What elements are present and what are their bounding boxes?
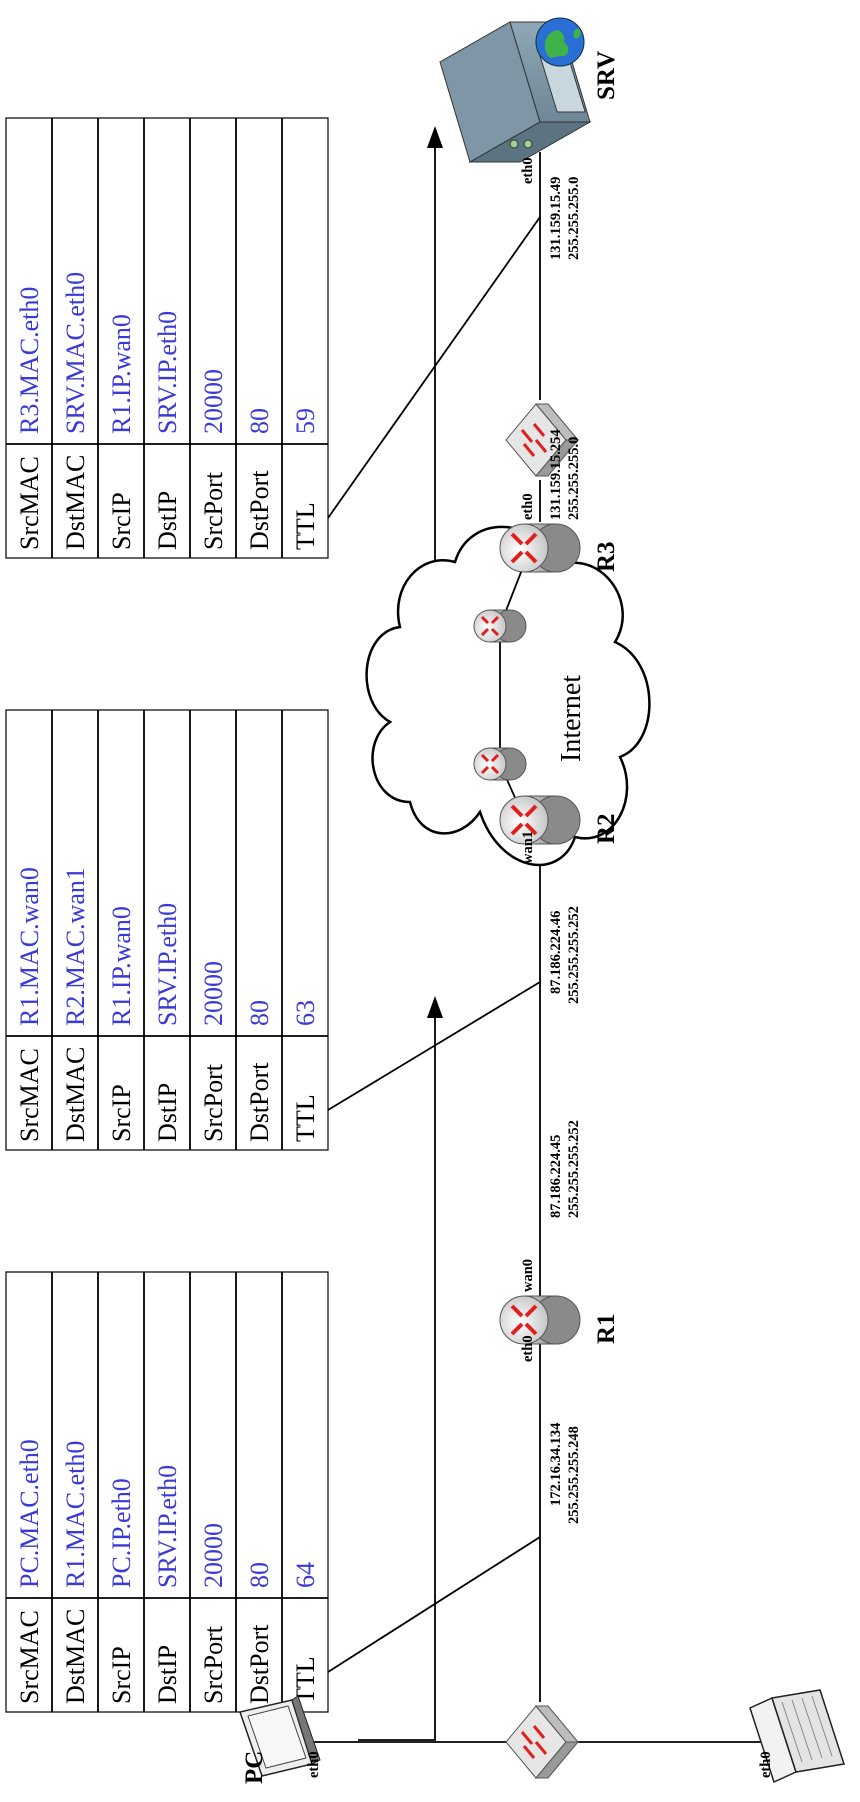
table-3-value-dstip: SRV.IP.eth0	[153, 311, 182, 434]
nb-device	[749, 1689, 845, 1784]
table-3-value-srcip: R1.IP.wan0	[107, 314, 136, 434]
table-2-field-srcip: SrcIP	[107, 1084, 136, 1142]
table-1-value-srcip: PC.IP.eth0	[107, 1478, 136, 1588]
table-1-field-ttl: TTL	[291, 1656, 320, 1704]
table-1-field-dstip: DstIP	[153, 1645, 182, 1704]
table-2-field-dstport: DstPort	[245, 1062, 274, 1142]
r2-wan1-mask: 255.255.255.252	[566, 906, 582, 1004]
globe-icon	[535, 17, 585, 67]
r1-name: R1	[593, 1313, 620, 1344]
srv-eth0-mask: 255.255.255.0	[566, 177, 582, 260]
router-icon	[473, 609, 527, 643]
nb-name: NB	[857, 1743, 860, 1778]
r2-wan1-name: wan1	[520, 831, 536, 864]
table-3-value-ttl: 59	[291, 408, 320, 434]
table-1-field-srcip: SrcIP	[107, 1646, 136, 1704]
table-2-value-srcport: 20000	[199, 961, 228, 1026]
callout-line-1	[327, 1536, 541, 1673]
table-2-value-srcip: R1.IP.wan0	[107, 906, 136, 1026]
router-icon	[499, 523, 581, 573]
table-2-value-dstip: SRV.IP.eth0	[153, 903, 182, 1026]
table-frame	[5, 709, 329, 1151]
r2-wan1-ip: 87.186.224.46	[548, 911, 564, 994]
cloud-router-1	[473, 747, 527, 781]
table-2-value-dstport: 80	[245, 1000, 274, 1026]
srv-name: SRV	[593, 51, 620, 100]
r1-wan0-ip: 87.186.224.45	[548, 1135, 564, 1218]
r3-eth0-mask: 255.255.255.0	[566, 437, 582, 520]
table-2-value-dstmac: R2.MAC.wan1	[61, 867, 90, 1026]
r1-eth0-ip: 172.16.34.134	[548, 1423, 564, 1506]
table-1-value-dstmac: R1.MAC.eth0	[61, 1441, 90, 1588]
router-icon	[499, 795, 581, 845]
table-1-value-ttl: 64	[291, 1562, 320, 1588]
table-3-field-ttl: TTL	[291, 502, 320, 550]
table-frame	[5, 1271, 329, 1713]
switch-icon	[505, 1705, 580, 1779]
r3-eth0-name: eth0	[520, 493, 536, 520]
srv-eth0-ip: 131.159.15.49	[548, 177, 564, 260]
table-1-value-dstport: 80	[245, 1562, 274, 1588]
pc-name: PC	[241, 1751, 268, 1784]
switch-icon	[505, 403, 580, 477]
pc-device	[239, 1695, 321, 1777]
table-1-value-srcport: 20000	[199, 1523, 228, 1588]
table-2-value-ttl: 63	[291, 1000, 320, 1026]
switch-right	[505, 403, 580, 477]
nb-iface: eth0	[758, 1751, 774, 1778]
router-icon	[473, 747, 527, 781]
table-3-value-srcport: 20000	[199, 369, 228, 434]
monitor-icon	[239, 1695, 321, 1777]
internet-label: Internet	[556, 675, 587, 762]
srv-device	[439, 17, 592, 163]
table-1-field-dstport: DstPort	[245, 1624, 274, 1704]
r3-eth0-ip: 131.159.15.254	[548, 429, 564, 520]
table-3-field-dstip: DstIP	[153, 491, 182, 550]
r2-name: R2	[593, 813, 620, 844]
table-3-value-dstmac: SRV.MAC.eth0	[61, 272, 90, 434]
r3-name: R3	[593, 541, 620, 572]
r1-eth0-name: eth0	[520, 1335, 536, 1362]
switch-left	[505, 1705, 580, 1779]
r1-wan0-name: wan0	[520, 1259, 536, 1292]
router-r2	[499, 795, 581, 845]
table-3-value-dstport: 80	[245, 408, 274, 434]
laptop-icon	[749, 1689, 845, 1784]
table-3-field-srcport: SrcPort	[199, 471, 228, 550]
table-2-field-dstmac: DstMAC	[61, 1047, 90, 1142]
r1-eth0-mask: 255.255.255.248	[566, 1426, 582, 1524]
table-1-field-srcport: SrcPort	[199, 1625, 228, 1704]
table-3-field-srcip: SrcIP	[107, 492, 136, 550]
callout-line-2	[327, 981, 541, 1111]
table-3-value-srcmac: R3.MAC.eth0	[15, 287, 44, 434]
table-frame	[5, 117, 329, 559]
flow-arrow-2	[427, 126, 443, 636]
table-2-field-ttl: TTL	[291, 1094, 320, 1142]
table-2-value-srcmac: R1.MAC.wan0	[15, 867, 44, 1026]
table-2-field-srcport: SrcPort	[199, 1063, 228, 1142]
srv-eth0-name: eth0	[520, 157, 536, 184]
table-3-field-dstport: DstPort	[245, 470, 274, 550]
router-r3	[499, 523, 581, 573]
router-r1	[499, 1295, 581, 1345]
table-1-value-srcmac: PC.MAC.eth0	[15, 1439, 44, 1588]
table-3-field-dstmac: DstMAC	[61, 455, 90, 550]
packet-table-3: SrcMAC R3.MAC.eth0 DstMAC SRV.MAC.eth0 S…	[5, 117, 329, 559]
table-1-value-dstip: SRV.IP.eth0	[153, 1465, 182, 1588]
table-2-field-dstip: DstIP	[153, 1083, 182, 1142]
packet-table-2: SrcMAC R1.MAC.wan0 DstMAC R2.MAC.wan1 Sr…	[5, 709, 329, 1151]
router-icon	[499, 1295, 581, 1345]
table-3-field-srcmac: SrcMAC	[15, 456, 44, 550]
table-1-field-dstmac: DstMAC	[61, 1609, 90, 1704]
table-2-field-srcmac: SrcMAC	[15, 1048, 44, 1142]
flow-arrow-1	[358, 996, 443, 1741]
cloud-router-2	[473, 609, 527, 643]
pc-iface: eth0	[306, 1751, 322, 1778]
r1-wan0-mask: 255.255.255.252	[566, 1120, 582, 1218]
packet-table-1: SrcMAC PC.MAC.eth0 DstMAC R1.MAC.eth0 Sr…	[5, 1271, 329, 1713]
table-1-field-srcmac: SrcMAC	[15, 1610, 44, 1704]
callout-line-3	[327, 216, 541, 519]
